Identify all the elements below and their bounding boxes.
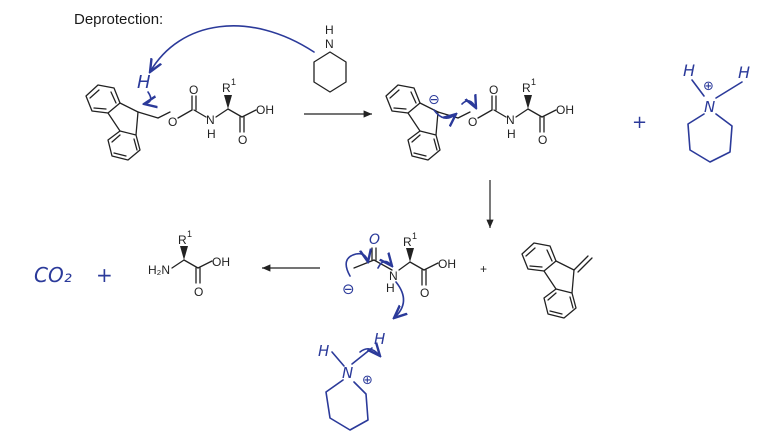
co2-label: CO₂ — [34, 263, 72, 287]
amide-nitrogen-2: N — [506, 113, 515, 127]
acid-carbonyl-oxygen-2: O — [538, 133, 547, 147]
hydroxyl-3: OH — [438, 257, 456, 271]
carbamic-acid-intermediate: O N H R 1 O OH — [353, 231, 456, 300]
piperidinium-h-right: H — [738, 63, 750, 82]
proton-transfer-arrow-icon — [394, 281, 404, 318]
proton-arrow-icon — [144, 91, 151, 104]
piperidinium-bottom: H H N ⊕ — [318, 330, 385, 431]
piperidine-nh: H — [325, 23, 334, 37]
piperidine: N H — [313, 23, 347, 93]
amide-hydrogen: H — [207, 127, 216, 141]
hydroxyl-2: OH — [556, 103, 574, 117]
piperidinium-charge: ⊕ — [703, 79, 714, 94]
cn-cleavage-arrow-icon — [377, 261, 392, 269]
r-group-3: R — [403, 235, 412, 249]
anion-charge: ⊖ — [428, 92, 440, 108]
r-group: R — [222, 81, 231, 95]
bottom-h-left: H — [318, 342, 329, 360]
fluorenyl-anion-intermediate: O O N H R 1 O OH — [385, 77, 574, 161]
piperidinium-h-left: H — [683, 61, 695, 80]
page-title: Deprotection: — [74, 11, 163, 28]
acid-carbonyl-oxygen-3: O — [420, 286, 429, 300]
bottom-charge: ⊕ — [362, 373, 373, 388]
carboxylate-charge: ⊖ — [342, 280, 355, 298]
amide-hydrogen-2: H — [507, 127, 516, 141]
carbamate-oxygen: O — [189, 83, 198, 97]
r-superscript-4: 1 — [187, 229, 192, 239]
amide-nitrogen-3: N — [389, 269, 398, 283]
ether-oxygen-2: O — [468, 115, 477, 129]
amine-group: H₂N — [148, 263, 170, 277]
acid-carbonyl-oxygen: O — [238, 133, 247, 147]
plus-sign-2: + — [480, 262, 487, 276]
amide-nitrogen: N — [206, 113, 215, 127]
carbamate-o-handwritten: O — [369, 232, 380, 248]
dibenzofulvene — [521, 242, 593, 319]
r-superscript: 1 — [231, 77, 236, 87]
co-cleavage-arrow-icon — [461, 101, 476, 108]
elimination-arrow-icon — [433, 109, 456, 118]
r-superscript-3: 1 — [412, 231, 417, 241]
acid-carbonyl-oxygen-4: O — [194, 285, 203, 299]
handwritten-h: H — [137, 72, 151, 93]
base-attack-arrow-icon — [150, 25, 315, 72]
plus-sign-1: + — [632, 112, 647, 133]
bottom-n: N — [342, 364, 353, 382]
amide-hydrogen-3: H — [386, 281, 395, 295]
piperidinium: H H ⊕ N — [683, 61, 750, 163]
r-superscript-2: 1 — [531, 77, 536, 87]
fmoc-amino-acid: O O N H R 1 O OH — [85, 77, 274, 161]
decarboxylation-arrow-icon — [345, 254, 368, 277]
r-group-4: R — [178, 233, 187, 247]
carbamate-oxygen-2: O — [489, 83, 498, 97]
hydroxyl: OH — [256, 103, 274, 117]
hydroxyl-4: OH — [212, 255, 230, 269]
bottom-h-right: H — [374, 330, 385, 348]
r-group-2: R — [522, 81, 531, 95]
plus-sign-3: + — [96, 263, 113, 287]
piperidine-n: N — [325, 37, 334, 51]
free-amino-acid: H₂N R 1 O OH — [148, 229, 230, 299]
piperidinium-n: N — [704, 98, 715, 116]
ether-oxygen: O — [168, 115, 177, 129]
